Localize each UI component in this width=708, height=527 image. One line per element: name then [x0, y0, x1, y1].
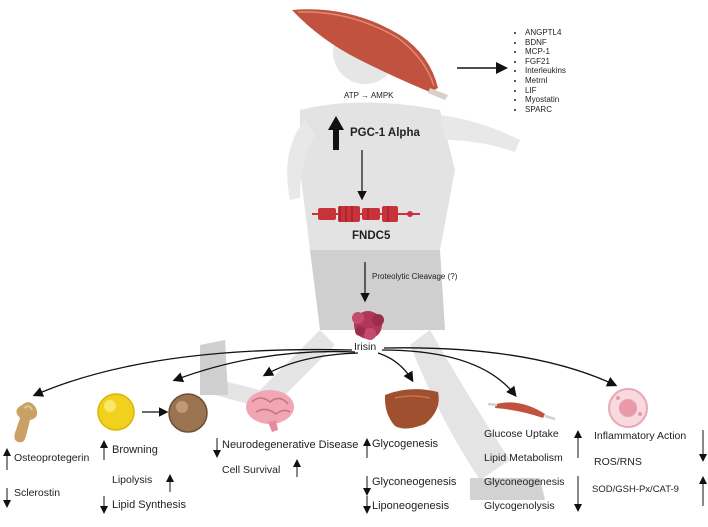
muscle-gluconeogenesis-label: Glyconeogenesis — [484, 476, 565, 488]
ros-rns-label: ROS/RNS — [594, 456, 642, 468]
myokine-item: FGF21 — [525, 57, 566, 67]
glucose-uptake-label: Glucose Uptake — [484, 428, 559, 440]
lipid-synthesis-label: Lipid Synthesis — [112, 499, 186, 511]
fndc5-label: FNDC5 — [352, 230, 391, 242]
white-fat-icon — [97, 393, 135, 431]
liver-icon — [384, 389, 439, 429]
lipolysis-label: Lipolysis — [112, 474, 153, 486]
liver-gluconeogenesis-label: Glyconeogenesis — [372, 476, 457, 488]
myokine-list: ANGPTL4 BDNF MCP-1 FGF21 Interleukins Me… — [515, 28, 566, 114]
myokine-item: LIF — [525, 86, 566, 96]
browning-label: Browning — [112, 444, 158, 456]
pgc1-label: PGC-1 Alpha — [350, 127, 420, 139]
sclerostin-label: Sclerostin — [14, 487, 61, 499]
inflammatory-action-label: Inflammatory Action — [594, 430, 687, 442]
brown-fat-icon — [168, 393, 208, 433]
myokine-item: MCP-1 — [525, 47, 566, 57]
pgc1-up-arrow — [328, 116, 344, 150]
osteoprotegerin-label: Osteoprotegerin — [14, 452, 90, 464]
immune-cell-icon — [608, 388, 648, 428]
liponeogenesis-label: Liponeogenesis — [372, 500, 450, 512]
irisin-icon — [352, 311, 384, 340]
myokine-item: Myostatin — [525, 95, 566, 105]
glycogenolysis-label: Glycogenolysis — [484, 500, 555, 512]
cleavage-label: Proteolytic Cleavage (?) — [372, 272, 458, 281]
myokine-item: SPARC — [525, 105, 566, 115]
lipid-metabolism-label: Lipid Metabolism — [484, 452, 563, 464]
muscle-icon — [292, 9, 448, 100]
myokine-item: Metrnl — [525, 76, 566, 86]
glycogenesis-label: Glycogenesis — [372, 438, 439, 450]
myokine-item: Interleukins — [525, 66, 566, 76]
neurodegenerative-label: Neurodegenerative Disease — [222, 439, 359, 451]
cell-survival-label: Cell Survival — [222, 464, 281, 476]
fndc5-protein-icon — [312, 206, 420, 222]
white-fat-highlight — [104, 400, 116, 412]
regulation-arrows — [3, 430, 707, 514]
myokine-item: BDNF — [525, 38, 566, 48]
sod-gsh-cat-label: SOD/GSH-Px/CAT-9 — [592, 484, 679, 495]
myokine-item: ANGPTL4 — [525, 28, 566, 38]
brown-fat-highlight — [176, 401, 188, 413]
skeletal-muscle-icon — [487, 402, 556, 421]
bone-icon — [14, 402, 38, 443]
atp-ampk-label: ATP → AMPK — [344, 91, 394, 100]
irisin-label: Irisin — [354, 341, 377, 353]
irisin-target-arrows — [32, 347, 618, 398]
brain-icon — [246, 390, 294, 432]
